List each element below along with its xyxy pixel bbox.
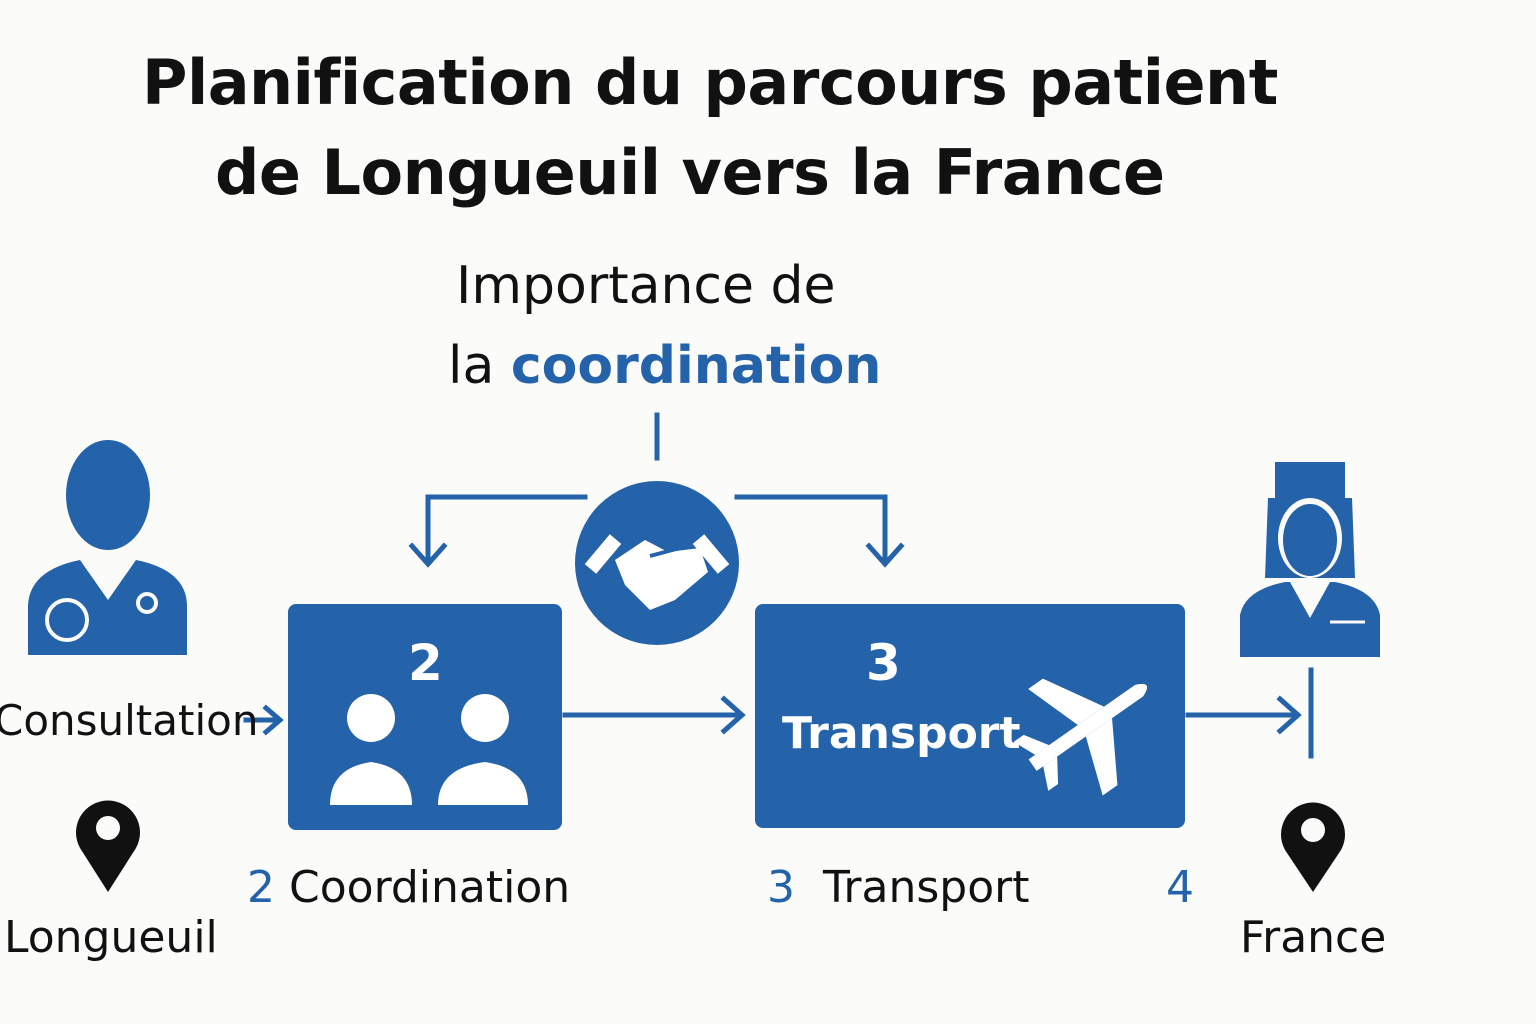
step-3-label: Transport	[822, 862, 1030, 913]
step-1-label: Consultation	[0, 696, 259, 745]
step-2-label: Coordination	[289, 862, 571, 913]
arrowhead-right	[865, 542, 905, 568]
map-pin-icon-france	[1281, 802, 1345, 892]
airplane-icon	[1013, 678, 1148, 796]
subtitle-line1: Importance de	[456, 256, 836, 316]
step-2-box-number: 2	[408, 634, 443, 692]
subtitle-line2: la coordination	[448, 336, 881, 396]
coordinators-headset-icon	[330, 694, 528, 805]
arrowhead-left	[408, 542, 448, 568]
arrowhead-1-2	[262, 704, 284, 736]
subtitle-prefix: la	[448, 336, 511, 396]
nurse-icon	[1240, 462, 1380, 657]
subtitle-highlight: coordination	[510, 336, 882, 396]
step-3-box-number: 3	[866, 634, 901, 692]
step-4-location: France	[1240, 912, 1387, 963]
connector-left	[425, 494, 588, 565]
handshake-icon	[584, 534, 730, 610]
title-line1: Planification du parcours patient	[142, 46, 1278, 119]
step-2-number: 2	[247, 862, 275, 913]
map-pin-icon-longueuil	[75, 800, 140, 892]
step-3-caption: 3 Transport	[767, 862, 1029, 913]
doctor-icon	[28, 440, 187, 655]
connector-right	[734, 494, 888, 565]
step-2-caption: 2 Coordination	[247, 862, 570, 913]
step-3-number: 3	[767, 862, 795, 913]
step-3-box-label: Transport	[782, 708, 1021, 759]
title-line2: de Longueuil vers la France	[215, 136, 1165, 209]
step-4-number: 4	[1166, 862, 1194, 913]
arrowhead-2-3	[720, 695, 746, 735]
step-1-location: Longueuil	[4, 912, 218, 963]
step-3-box	[755, 604, 1185, 828]
arrowhead-3-4	[1276, 695, 1302, 735]
